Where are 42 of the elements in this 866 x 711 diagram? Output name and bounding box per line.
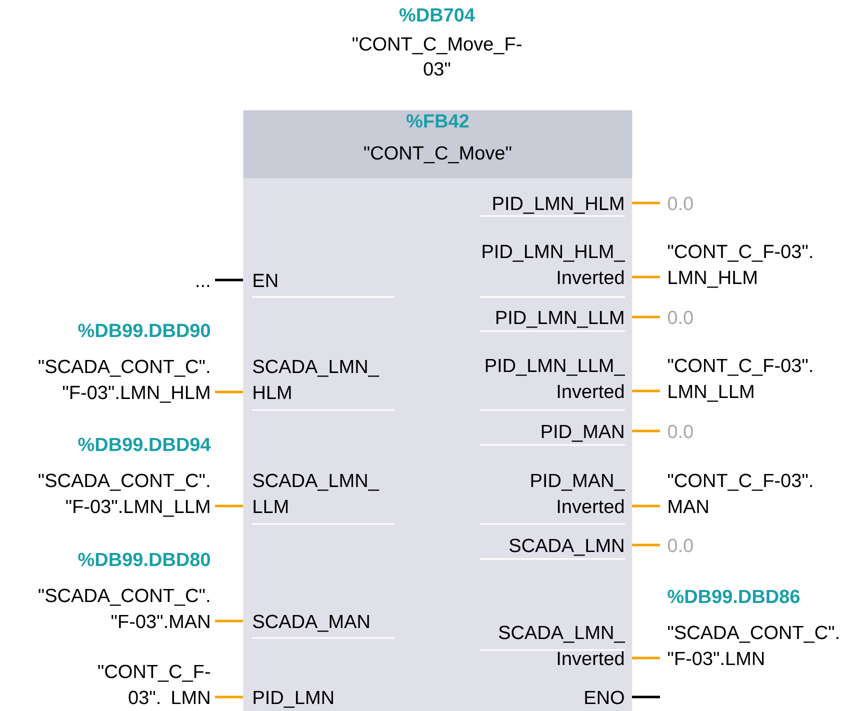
wire	[215, 390, 243, 394]
wire	[632, 696, 660, 698]
wire	[632, 390, 660, 392]
pin-label: PID_MAN_ Inverted	[531, 474, 625, 514]
wire	[632, 276, 660, 278]
pin-label: PID_LMN_LLM	[496, 310, 624, 328]
pin-label: SCADA_MAN	[253, 614, 369, 632]
pin-label: SCADA_LMN_ Inverted	[498, 626, 625, 666]
wire	[632, 656, 660, 660]
wire	[215, 278, 243, 282]
wire	[215, 620, 243, 622]
wire	[632, 316, 660, 318]
pin-label: SCADA_LMN_ HLM	[253, 360, 380, 399]
operand-label: ...	[196, 284, 210, 287]
operand-label: 0.0	[668, 538, 693, 552]
operand-label: %DB99.DBD80 "SCADA_CONT_C". "F-03".MAN	[38, 552, 210, 628]
pin-label: SCADA_LMN_ LLM	[253, 474, 380, 513]
wire	[632, 544, 660, 546]
pin-label: PID_LMN_HLM_ Inverted	[482, 244, 625, 284]
instance-label: %DB704 "CONT_C_Move_F-03"	[352, 8, 522, 76]
operand-label: "CONT_C_F-03". LMN	[98, 664, 210, 704]
operand-label: "CONT_C_F-03". LMN_HLM	[668, 244, 812, 288]
wire	[632, 504, 660, 508]
pin-label: PID_MAN	[542, 424, 624, 442]
operand-label: 0.0	[668, 424, 693, 438]
wire	[215, 504, 243, 508]
wire	[632, 430, 660, 432]
operand-label: 0.0	[668, 196, 693, 210]
pin-label: EN	[254, 274, 278, 287]
operand-label: %DB99.DBD90 "SCADA_CONT_C". "F-03".LMN_HLM	[38, 324, 210, 403]
operand-label: "CONT_C_F-03". LMN_LLM	[668, 358, 812, 402]
operand-label: %DB99.DBD94 "SCADA_CONT_C". "F-03".LMN_LLM	[38, 438, 211, 517]
operand-label: 0.0	[668, 310, 693, 324]
pin-label: PID_LMN_LLM_ Inverted	[486, 358, 625, 398]
operand-label: "CONT_C_F-03". MAN	[668, 474, 812, 513]
pin-label: PID_LMN_HLM	[493, 196, 624, 214]
operand-label: %DB99.DBD86 "SCADA_CONT_C". "F-03".LMN	[668, 590, 838, 666]
pin-label: PID_LMN	[254, 690, 333, 708]
pin-label: ENO	[585, 690, 624, 704]
pin-label: SCADA_LMN	[510, 538, 624, 556]
wire	[632, 202, 660, 204]
wire	[215, 696, 243, 698]
